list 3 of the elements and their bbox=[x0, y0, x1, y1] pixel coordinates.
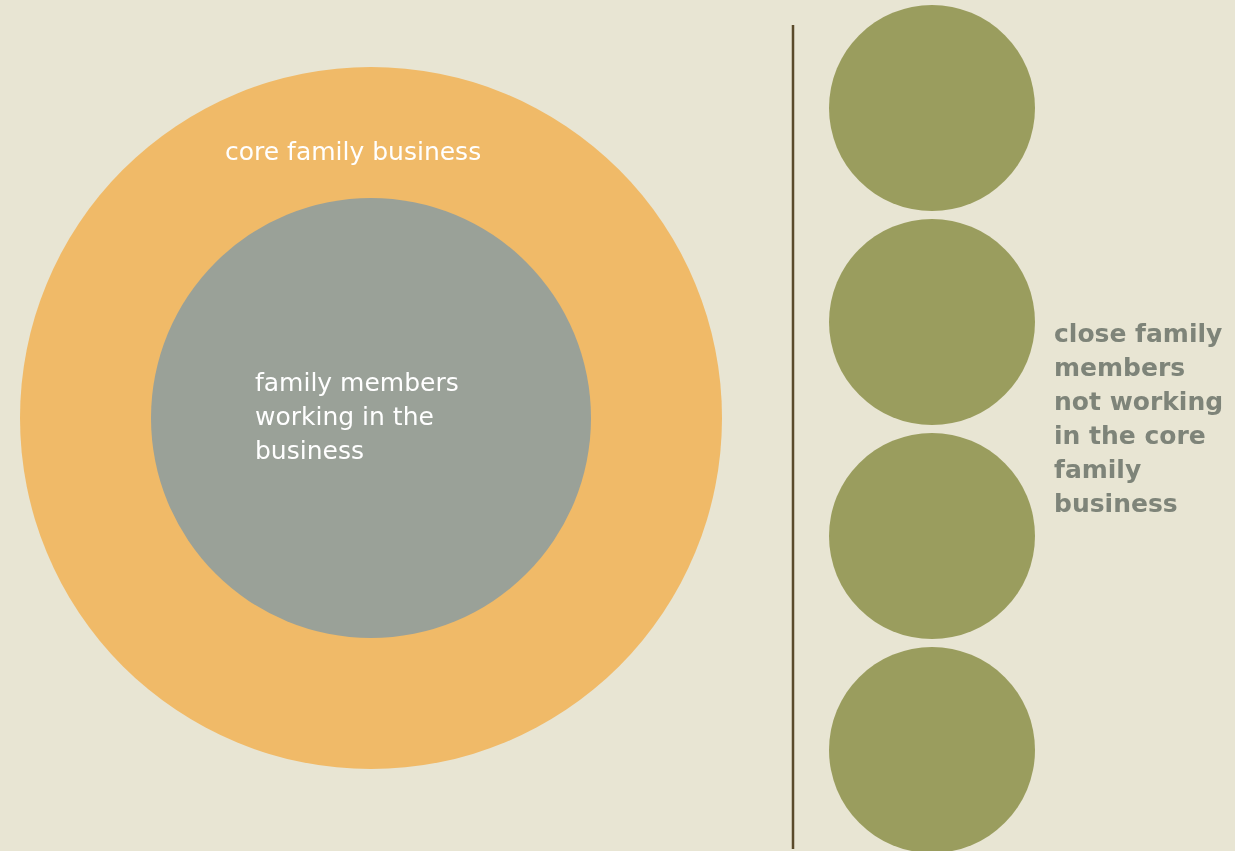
circle-label: family members working in the business bbox=[255, 367, 460, 467]
circle-title: core family business bbox=[225, 136, 483, 168]
side-note: close family members not working in the core family business bbox=[1054, 318, 1225, 520]
